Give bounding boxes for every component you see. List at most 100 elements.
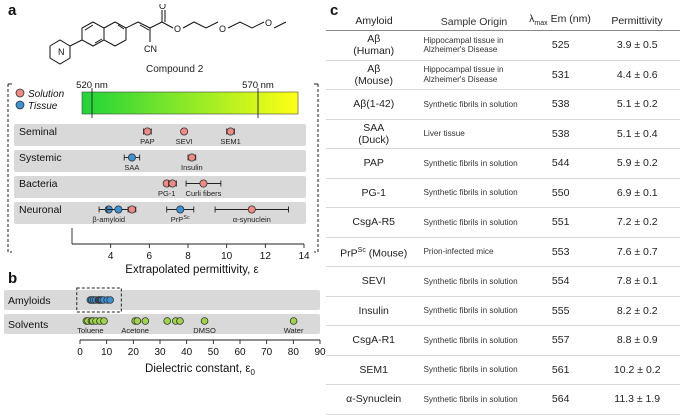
amyloid-cell: Aβ(1-42) [326, 98, 421, 110]
origin-cell: Liver tissue [423, 129, 465, 138]
legend-label: Tissue [28, 101, 58, 112]
data-point [127, 153, 136, 162]
x-tick-label: 30 [154, 347, 166, 358]
bracket-right [314, 84, 319, 253]
origin-cell: Synthetic fibrils in solution [423, 217, 518, 227]
origin-cell: Synthetic fibrils in solution [423, 158, 518, 168]
data-point [163, 317, 172, 325]
data-point [141, 317, 150, 325]
permittivity-cell: 8.8 ± 0.9 [616, 334, 658, 347]
bracket-left [7, 84, 12, 253]
lambda-cell: 557 [551, 334, 570, 347]
compound-structure: N O O O O CN [49, 4, 287, 65]
oxygen-atom: O [174, 24, 181, 34]
permittivity-cell: 7.8 ± 0.1 [616, 275, 658, 288]
solvent-label: Toluene [77, 326, 103, 335]
lambda-cell: 553 [551, 245, 570, 258]
point-label: Curli fibers [186, 189, 222, 198]
data-point [199, 179, 208, 188]
point-label: PG-1 [158, 189, 176, 198]
wavelength-label: 570 nm [242, 80, 274, 91]
x-tick-label: 70 [261, 347, 273, 358]
amyloid-table: Amyloid Sample Origin λmax Em (nm) Permi… [326, 8, 680, 415]
header-amyloid: Amyloid [355, 15, 393, 27]
point-label: β-amyloid [92, 215, 125, 224]
solvent-label: DMSO [193, 326, 216, 335]
x-tick-label: 40 [181, 347, 193, 358]
group-label: Neuronal [19, 204, 62, 216]
permittivity-cell: 5.1 ± 0.2 [616, 98, 658, 111]
lambda-symbol: λ [529, 12, 535, 25]
permittivity-cell: 6.9 ± 0.1 [616, 186, 658, 199]
lambda-cell: 531 [551, 68, 570, 81]
permittivity-cell: 10.2 ± 0.2 [613, 363, 661, 376]
lambda-cell: 538 [551, 127, 570, 140]
figure: a b c [4, 2, 680, 415]
group-band [14, 176, 306, 198]
data-point [143, 127, 152, 136]
group-label: Seminal [19, 126, 57, 138]
lambda-cell: 525 [551, 39, 570, 52]
x-tick-label: 60 [234, 347, 246, 358]
amyloid-name-line: (Human) [353, 45, 395, 58]
x-tick-label: 4 [108, 251, 114, 262]
permittivity-cell: 5.9 ± 0.2 [616, 157, 658, 170]
row-band [4, 290, 320, 310]
x-axis-label: Extrapolated permittivity, ε [125, 264, 258, 276]
x-tick-label: 20 [128, 347, 140, 358]
nitrogen-atom: N [58, 47, 65, 57]
lambda-rest: Em (nm) [547, 12, 591, 25]
panel-c-letter: c [330, 2, 339, 19]
data-point [133, 317, 142, 325]
cyano-group: CN [144, 44, 157, 54]
x-tick-label: 10 [221, 251, 233, 262]
compound-caption: Compound 2 [146, 64, 203, 75]
origin-cell: Synthetic fibrils in solution [423, 335, 518, 345]
data-point [176, 317, 184, 325]
amyloid-name-line: PG-1 [361, 186, 386, 199]
lambda-cell: 538 [551, 98, 570, 111]
legend-marker [15, 88, 25, 98]
table-row: Aβ(Human)Hippocampal tissue in Alzheimer… [326, 31, 680, 61]
amyloid-name-sup: Sc [357, 246, 366, 254]
data-point [176, 205, 185, 214]
lambda-cell: 544 [551, 157, 570, 170]
amyloid-name-line: SEM1 [359, 363, 389, 376]
amyloid-name-line: α-Synuclein [346, 393, 402, 406]
origin-cell: Synthetic fibrils in solution [423, 306, 518, 315]
naphthalene-ring-1 [81, 21, 105, 47]
permittivity-cell: 3.9 ± 0.5 [616, 39, 658, 52]
x-tick-label: 12 [260, 251, 272, 262]
amyloid-name-line: (Duck) [358, 133, 390, 146]
table-header: Amyloid Sample Origin λmax Em (nm) Permi… [326, 8, 680, 31]
emission-gradient-bar [81, 91, 299, 115]
origin-cell: Synthetic fibrils in solution [423, 365, 518, 374]
data-point [114, 205, 123, 214]
data-point [127, 205, 136, 214]
naphthalene-ring-2 [103, 21, 127, 47]
permittivity-cell: 4.4 ± 0.6 [616, 68, 658, 81]
header-lambda: λmax Em (nm) [526, 13, 594, 30]
lambda-cell: 561 [551, 363, 570, 376]
row-label: Solvents [8, 319, 48, 331]
point-label: α-synuclein [233, 215, 271, 224]
group-label: Systemic [19, 152, 62, 164]
legend-label: Solution [28, 89, 65, 100]
amyloid-name-line: Aβ(1-42) [353, 98, 395, 111]
amyloid-cell: PG-1 [326, 187, 421, 199]
data-point [168, 179, 177, 188]
group-band [14, 202, 306, 224]
amyloid-cell: SEM1 [326, 364, 421, 376]
point-label: PAP [140, 137, 154, 146]
wavelength-label: 520 nm [76, 80, 108, 91]
amyloid-name-line: (Mouse) [354, 74, 393, 87]
point-label: Insulin [181, 163, 203, 172]
x-tick-label: 80 [288, 347, 300, 358]
